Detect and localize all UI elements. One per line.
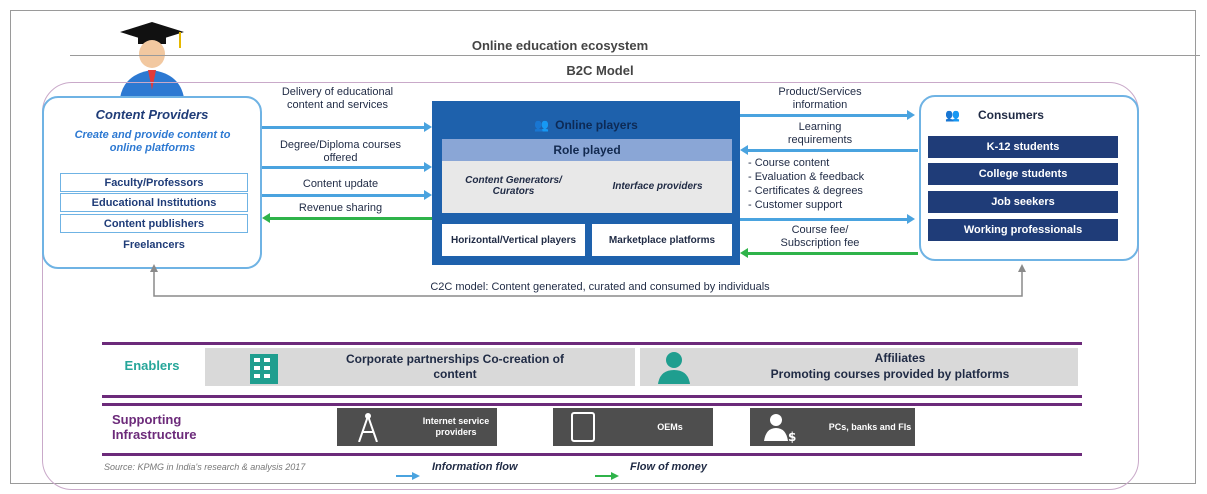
horizontal-vertical-players: Horizontal/Vertical players <box>442 224 585 256</box>
provider-institutions: Educational Institutions <box>60 193 248 212</box>
isp-text: Internet service providers <box>418 408 494 446</box>
arrow-head <box>424 190 432 200</box>
infra-bottom-bar <box>102 453 1082 456</box>
arrow-head <box>424 122 432 132</box>
role-played: Role played <box>442 139 732 161</box>
provider-freelancers: Freelancers <box>60 235 248 254</box>
flow-services-arrow <box>740 218 910 221</box>
affiliates-title: Affiliates <box>874 350 926 365</box>
bullet-support: - Customer support <box>748 199 843 211</box>
enablers-top-bar <box>102 342 1082 345</box>
affiliates-box <box>640 348 1078 386</box>
svg-text:$: $ <box>788 430 796 443</box>
tower-icon <box>355 412 381 443</box>
bullet-course-content: - Course content <box>748 157 830 169</box>
bullet-evaluation: - Evaluation & feedback <box>748 171 865 183</box>
consumers-heading: 👥Consumers <box>945 108 1044 122</box>
legend-money-label: Flow of money <box>630 461 707 473</box>
role-panel <box>442 161 732 213</box>
arrow-head <box>740 248 748 258</box>
flow-learning-label: Learning requirements <box>787 121 853 146</box>
ecosystem-boundary <box>42 82 1139 490</box>
arrow-head <box>424 162 432 172</box>
pcs-text: PCs, banks and FIs <box>828 408 912 446</box>
person-icon <box>656 350 692 384</box>
c2c-label: C2C model: Content generated, curated an… <box>330 280 870 294</box>
consumer-professionals: Working professionals <box>928 219 1118 241</box>
tablet-icon <box>568 411 598 443</box>
consumer-college: College students <box>928 163 1118 185</box>
flow-delivery-label: Delivery of educational content and serv… <box>281 86 394 111</box>
enablers-label: Enablers <box>124 357 180 373</box>
title-divider <box>70 55 1200 56</box>
source-note: Source: KPMG in India's research & analy… <box>104 462 306 472</box>
flow-delivery-arrow <box>262 126 427 129</box>
flow-revenue-label: Revenue sharing <box>298 202 383 214</box>
role-interface-providers: Interface providers <box>612 180 703 192</box>
legend-info-arrow <box>396 467 420 480</box>
marketplace-platforms: Marketplace platforms <box>592 224 732 256</box>
online-players-heading: 👥Online players <box>534 118 638 132</box>
flow-degree-label: Degree/Diploma courses offered <box>279 139 402 164</box>
diagram-frame <box>10 10 1196 484</box>
flow-fees-arrow <box>748 252 918 255</box>
oem-text: OEMs <box>630 408 710 446</box>
flow-revenue-arrow <box>270 217 432 220</box>
consumer-job-seekers: Job seekers <box>928 191 1118 213</box>
provider-publishers: Content publishers <box>60 214 248 233</box>
content-providers-subtitle: Create and provide content to online pla… <box>74 129 231 154</box>
content-providers-heading: Content Providers <box>95 106 209 122</box>
enablers-bottom-bar <box>102 395 1082 398</box>
provider-faculty: Faculty/Professors <box>60 173 248 192</box>
flow-product-info-arrow <box>740 114 910 117</box>
service-bullets: - Course content - Evaluation & feedback… <box>748 156 918 212</box>
affiliates-subtitle: Promoting courses provided by platforms <box>770 366 1010 381</box>
arrow-head <box>740 145 748 155</box>
corporate-partnerships-text: Corporate partnerships Co-creation of co… <box>345 352 565 381</box>
arrow-head <box>262 213 270 223</box>
ecosystem-title: Online education ecosystem <box>471 37 649 53</box>
building-icon <box>246 352 286 384</box>
flow-content-update-arrow <box>262 194 427 197</box>
infrastructure-label: Supporting Infrastructure <box>112 412 197 442</box>
legend-money-arrow <box>595 467 619 480</box>
flow-degree-arrow <box>262 166 427 169</box>
role-content-generators: Content Generators/ Curators <box>465 175 562 197</box>
people-icon: 👥 <box>945 108 960 122</box>
graduate-icon <box>110 18 190 98</box>
people-icon: 👥 <box>534 118 550 132</box>
flow-learning-arrow <box>748 149 918 152</box>
c2c-loop <box>150 262 1026 298</box>
consumer-k12: K-12 students <box>928 136 1118 158</box>
flow-content-update-label: Content update <box>302 178 379 190</box>
legend-info-label: Information flow <box>432 461 518 473</box>
infra-top-bar <box>102 403 1082 406</box>
flow-product-info-label: Product/Services information <box>778 86 862 111</box>
b2c-label: B2C Model <box>566 62 634 78</box>
arrow-head <box>907 214 915 224</box>
bullet-certificates: - Certificates & degrees <box>748 185 863 197</box>
flow-fees-label: Course fee/ Subscription fee <box>780 224 860 249</box>
arrow-head <box>907 110 915 120</box>
user-money-icon: $ <box>762 411 798 444</box>
